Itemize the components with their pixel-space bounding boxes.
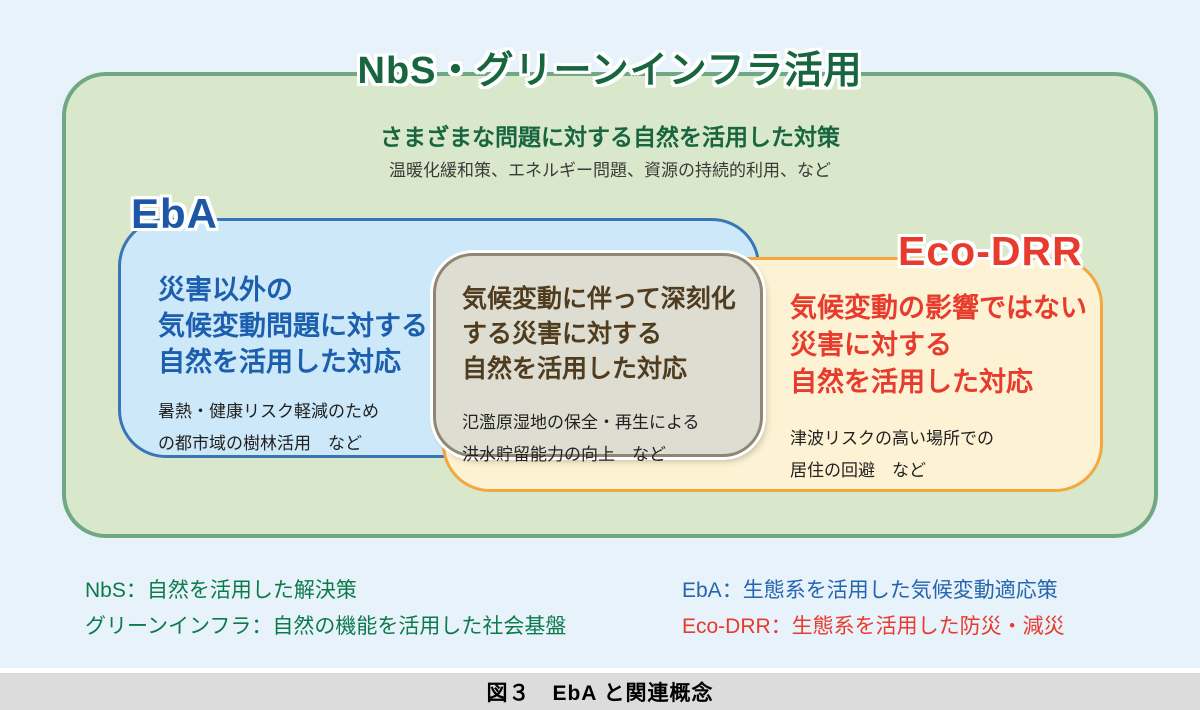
legend-ecodrr: Eco-DRR：生態系を活用した防災・減災 — [682, 615, 1065, 638]
ecodrr-text-block: 気候変動の影響ではない 災害に対する 自然を活用した対応 津波リスクの高い場所で… — [790, 290, 1110, 487]
venn-subtitle: さまざまな問題に対する自然を活用した対策 — [380, 124, 840, 150]
eba-text-block: 災害以外の 気候変動問題に対する 自然を活用した対応 暑熱・健康リスク軽減のため… — [158, 272, 478, 460]
ecodrr-label: Eco-DRR — [898, 228, 1083, 274]
overlap-text-block: 気候変動に伴って深刻化 する災害に対する 自然を活用した対応 氾濫原湿地の保全・… — [462, 282, 752, 471]
ecodrr-heading: 気候変動の影響ではない 災害に対する 自然を活用した対応 — [790, 293, 1087, 397]
legend-green-infra: グリーンインフラ：自然の機能を活用した社会基盤 — [85, 615, 567, 638]
overlap-heading: 気候変動に伴って深刻化 する災害に対する 自然を活用した対応 — [462, 285, 736, 383]
ecodrr-example: 津波リスクの高い場所での 居住の回避 など — [790, 429, 994, 480]
figure-caption: 図３ EbA と関連概念 — [486, 681, 714, 705]
diagram-background: NbS・グリーンインフラ活用 さまざまな問題に対する自然を活用した対策 温暖化緩… — [0, 0, 1200, 668]
eba-example: 暑熱・健康リスク軽減のため の都市域の樹林活用 など — [158, 402, 379, 453]
overlap-box — [433, 253, 763, 457]
eba-label: EbA — [131, 190, 218, 237]
eba-heading: 災害以外の 気候変動問題に対する 自然を活用した対応 — [158, 275, 428, 377]
nbs-green-infra-title: NbS・グリーンインフラ活用 — [357, 50, 863, 92]
caption-bar: 図３ EbA と関連概念 — [0, 673, 1200, 710]
legend-nbs: NbS：自然を活用した解決策 — [85, 579, 357, 602]
venn-subtitle-note: 温暖化緩和策、エネルギー問題、資源の持続的利用、など — [389, 161, 831, 180]
overlap-example: 氾濫原湿地の保全・再生による 洪水貯留能力の向上 など — [462, 413, 700, 464]
legend-eba: EbA：生態系を活用した気候変動適応策 — [682, 579, 1058, 602]
